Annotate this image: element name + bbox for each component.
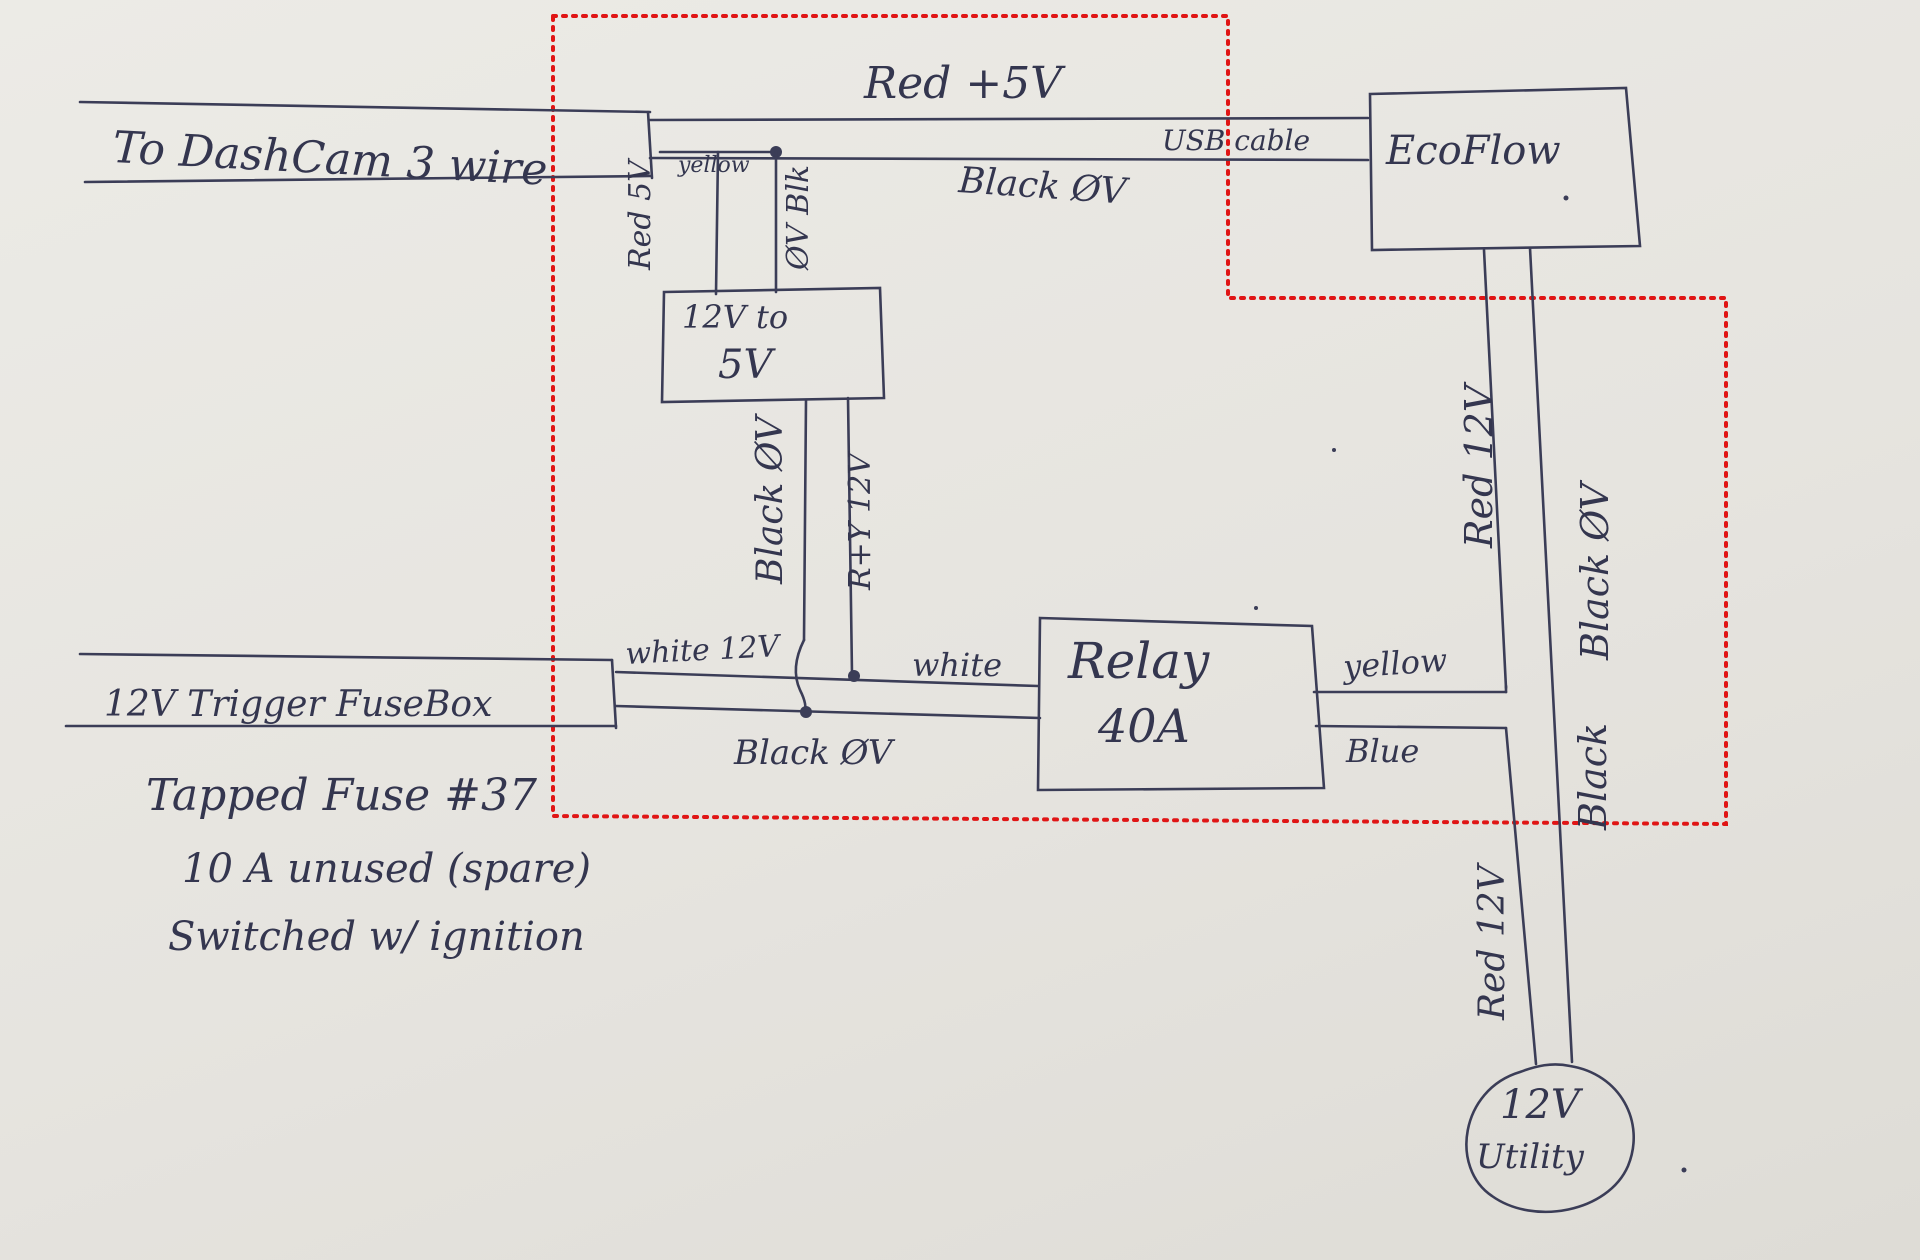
label-white-12v: white 12V <box>625 629 784 672</box>
note-line3: Switched w/ ignition <box>168 914 585 960</box>
dashcam-junction <box>658 146 782 296</box>
enclosure-boundary <box>551 14 1728 827</box>
converter-label-line1: 12V to <box>682 298 788 336</box>
label-white: white <box>912 646 1002 684</box>
ecoflow-box <box>1368 86 1642 252</box>
note-line2: 10 A unused (spare) <box>182 846 591 892</box>
label-black-0v-top: Black ØV <box>956 160 1131 213</box>
stray-mark <box>1332 448 1336 452</box>
stray-mark <box>1254 606 1258 610</box>
label-ecoflow: EcoFlow <box>1385 128 1561 174</box>
label-to-dashcam: To DashCam 3 wire <box>111 122 548 196</box>
fusebox-cable <box>64 652 618 730</box>
stray-mark <box>1563 195 1569 201</box>
junction-dot <box>800 706 812 718</box>
label-black-0v-right: Black ØV <box>1573 479 1617 661</box>
relay-box <box>1036 616 1326 792</box>
usb-cable <box>648 116 1370 162</box>
label-red-5v-vertical: Red 5V <box>623 157 658 271</box>
label-red-5v-top: Red +5V <box>863 58 1066 109</box>
label-red-12v-right: Red 12V <box>1457 381 1501 549</box>
dashcam-cable <box>78 100 654 184</box>
label-usb-cable: USB cable <box>1162 124 1310 157</box>
relay-label-line1: Relay <box>1067 632 1210 690</box>
utility-label-line2: Utility <box>1476 1137 1585 1177</box>
utility-outlet <box>1465 1063 1635 1214</box>
relay-feed-lines <box>614 670 1042 720</box>
label-yellow-small: yellow <box>677 153 750 178</box>
relay-label-line2: 40A <box>1097 699 1190 753</box>
converter-label-line2: 5V <box>718 342 776 388</box>
label-trigger-fusebox: 12V Trigger FuseBox <box>104 684 492 725</box>
junction-dot <box>848 670 860 682</box>
label-black-vertical-low: Black <box>1571 723 1615 831</box>
relay-output-wires <box>1312 684 1538 1066</box>
note-line1: Tapped Fuse #37 <box>146 770 537 821</box>
stray-mark <box>1681 1167 1687 1173</box>
label-black-0v-bottom: Black ØV <box>733 733 896 773</box>
label-black-0v-vertical: Black ØV <box>750 412 791 585</box>
label-blue: Blue <box>1345 732 1419 770</box>
label-0v-blk: ØV Blk <box>781 165 816 271</box>
label-yellow-right: yellow <box>1340 641 1449 686</box>
label-red-12v-low: Red 12V <box>1472 861 1513 1021</box>
ecoflow-wires <box>1482 246 1574 1064</box>
label-r-y-12v: R+Y 12V <box>843 450 878 591</box>
converter-box <box>660 286 886 404</box>
utility-label-line1: 12V <box>1500 1082 1584 1128</box>
